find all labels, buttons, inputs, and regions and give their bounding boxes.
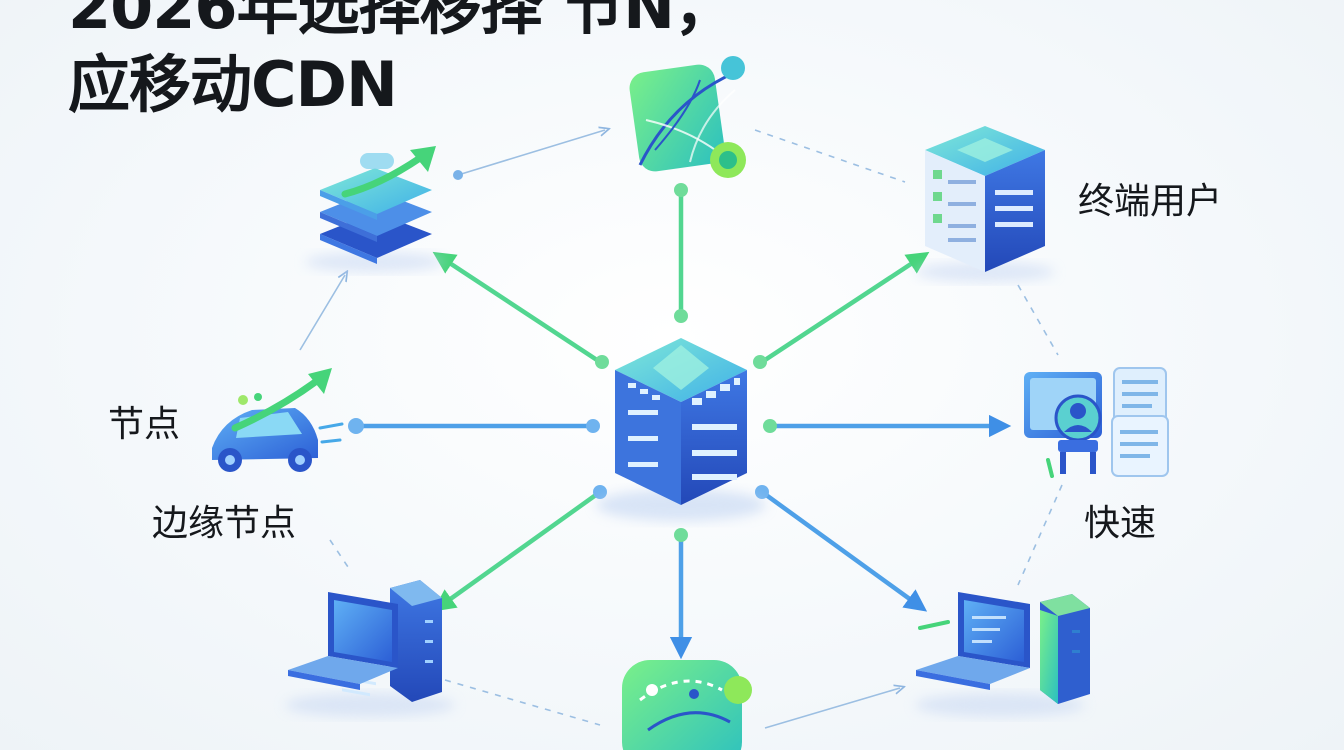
link-left-topleft	[299, 275, 345, 351]
link-topleft-top	[457, 130, 605, 176]
dot	[674, 528, 688, 542]
central-server-icon	[596, 338, 766, 708]
dot	[586, 419, 600, 433]
dot	[763, 419, 777, 433]
dot	[674, 309, 688, 323]
dot	[453, 170, 463, 180]
dot	[755, 485, 769, 499]
link-right-bottomright	[1017, 484, 1063, 586]
database-stack-icon	[305, 146, 445, 272]
label-fast: 快速	[1084, 503, 1157, 544]
link-bottomleft-bottom	[444, 679, 601, 726]
dot	[593, 485, 607, 499]
dot	[674, 183, 688, 197]
label-edge-node: 边缘节点	[152, 503, 297, 544]
spoke-bottom-right	[759, 489, 928, 612]
network-globe-icon	[629, 56, 746, 178]
cloud-router-icon	[622, 660, 752, 750]
dot	[753, 355, 767, 369]
outer-dashed-links	[299, 129, 1063, 729]
server-tower-icon	[915, 126, 1055, 282]
title-line-2: 应移动CDN	[68, 48, 398, 121]
dot	[595, 355, 609, 369]
laptop-server-green-icon	[915, 592, 1090, 717]
title-line-1: 2026年选择移择 节N，	[68, 0, 736, 43]
dot	[348, 418, 364, 434]
link-topright-right	[1017, 284, 1059, 356]
user-workstation-icon	[1024, 367, 1169, 478]
link-left-bottomleft	[329, 539, 351, 571]
spoke-top-right	[759, 251, 930, 365]
spoke-dots	[348, 170, 777, 542]
spoke-top-left	[432, 251, 603, 365]
spoke-bottom-left	[432, 489, 603, 612]
laptop-server-icon	[285, 580, 455, 717]
label-end-user: 终端用户	[1078, 181, 1223, 222]
hub-spokes	[355, 187, 1012, 660]
link-bottom-bottomright	[764, 688, 900, 729]
car-speed-icon	[212, 368, 344, 472]
label-node: 节点	[108, 404, 181, 445]
link-top-topright	[754, 129, 906, 183]
